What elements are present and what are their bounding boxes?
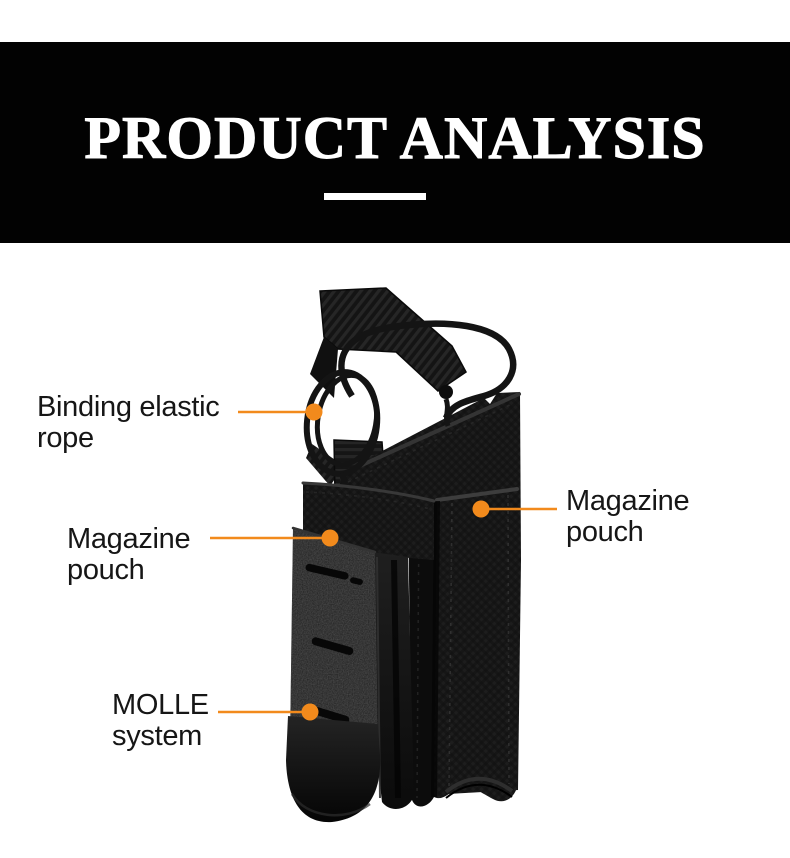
page-title: PRODUCT ANALYSIS (84, 105, 706, 171)
callout-dot-molle-system (301, 703, 319, 721)
title-underline (324, 193, 426, 200)
callout-dot-magazine-pouch-left (321, 529, 339, 547)
callout-label-molle-system: MOLLE system (112, 690, 209, 752)
callout-label-line: MOLLE (112, 689, 209, 721)
callout-label-line: system (112, 720, 203, 752)
callout-label-line: Binding elastic (37, 391, 220, 423)
callout-label-line: rope (37, 422, 94, 454)
callout-label-magazine-pouch-right: Magazine pouch (566, 485, 690, 548)
callout-label-line: Magazine (566, 485, 690, 517)
pouch-illustration (286, 287, 521, 823)
header-banner: PRODUCT ANALYSIS (0, 42, 790, 243)
callout-dot-magazine-pouch-right (472, 500, 490, 518)
molle-panel (290, 526, 378, 763)
callout-label-line: pouch (67, 554, 145, 586)
callout-leaders (210, 403, 557, 721)
pouch-bottom (286, 716, 381, 823)
callout-label-line: pouch (566, 516, 644, 548)
callout-label-binding-elastic-rope: Binding elastic rope (37, 392, 220, 454)
callout-label-line: Magazine (67, 523, 191, 555)
pouch-side-gusset (408, 500, 437, 807)
callout-label-magazine-pouch-left: Magazine pouch (67, 523, 191, 586)
callout-dot-binding-elastic-rope (305, 403, 323, 421)
magazine-pouch-front-face (431, 487, 519, 802)
